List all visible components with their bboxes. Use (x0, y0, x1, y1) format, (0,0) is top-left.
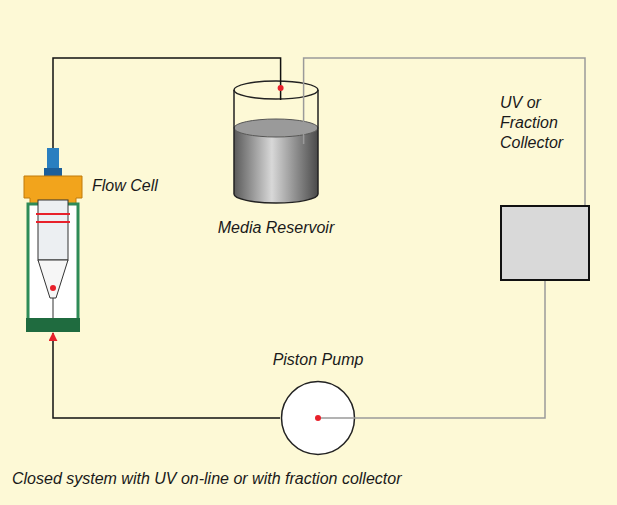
shape-outline (18, 148, 88, 333)
tubing-line (356, 281, 545, 418)
piston-pump: Piston Pump (280, 380, 356, 456)
node-label: Media Reservoir (218, 218, 334, 238)
node-label: Flow Cell (92, 176, 158, 196)
shape-outline (500, 205, 590, 281)
shape-outline (230, 78, 322, 206)
uv-collector-box: UV or Fraction Collector (500, 205, 590, 281)
node-label: Piston Pump (273, 350, 364, 370)
tubing-line (53, 333, 280, 418)
node-label: UV or Fraction Collector (500, 93, 580, 153)
tubing-line (304, 58, 585, 205)
figure-caption: Closed system with UV on-line or with fr… (12, 470, 401, 488)
media-reservoir: Media Reservoir (230, 78, 322, 206)
flow-cell: Flow Cell (18, 148, 88, 333)
shape-outline (280, 380, 356, 456)
